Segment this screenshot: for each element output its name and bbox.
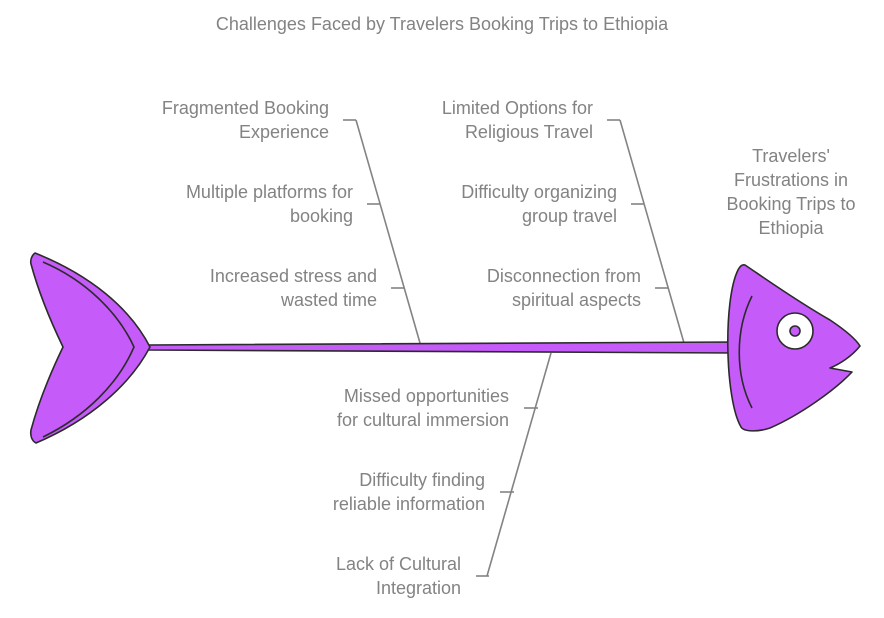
bone-bottom	[486, 352, 552, 577]
top-left-cause-2-label: Increased stress and wasted time	[209, 266, 377, 310]
fish-tail	[29, 252, 151, 444]
fish-head	[726, 263, 861, 432]
bottom-category-label: Lack of Cultural Integration	[335, 554, 461, 598]
top-left-cause-1-label: Multiple platforms for booking	[185, 182, 353, 226]
bone-top-left	[355, 119, 421, 344]
fish-pupil	[789, 325, 801, 337]
top-left-category-label: Fragmented Booking Experience	[161, 98, 329, 142]
top-right-category-label: Limited Options for Religious Travel	[441, 98, 593, 142]
diagram-title: Challenges Faced by Travelers Booking Tr…	[215, 14, 669, 34]
bone-top-right	[619, 119, 685, 344]
bottom-cause-2-label: Missed opportunities for cultural immers…	[336, 386, 509, 430]
bottom-cause-1-label: Difficulty finding reliable information	[332, 470, 485, 514]
top-right-cause-1-label: Difficulty organizing group travel	[461, 182, 617, 226]
fish-spine	[147, 341, 736, 354]
head-label: Travelers' Frustrations in Booking Trips…	[726, 146, 856, 238]
top-right-cause-2-label: Disconnection from spiritual aspects	[486, 266, 641, 310]
